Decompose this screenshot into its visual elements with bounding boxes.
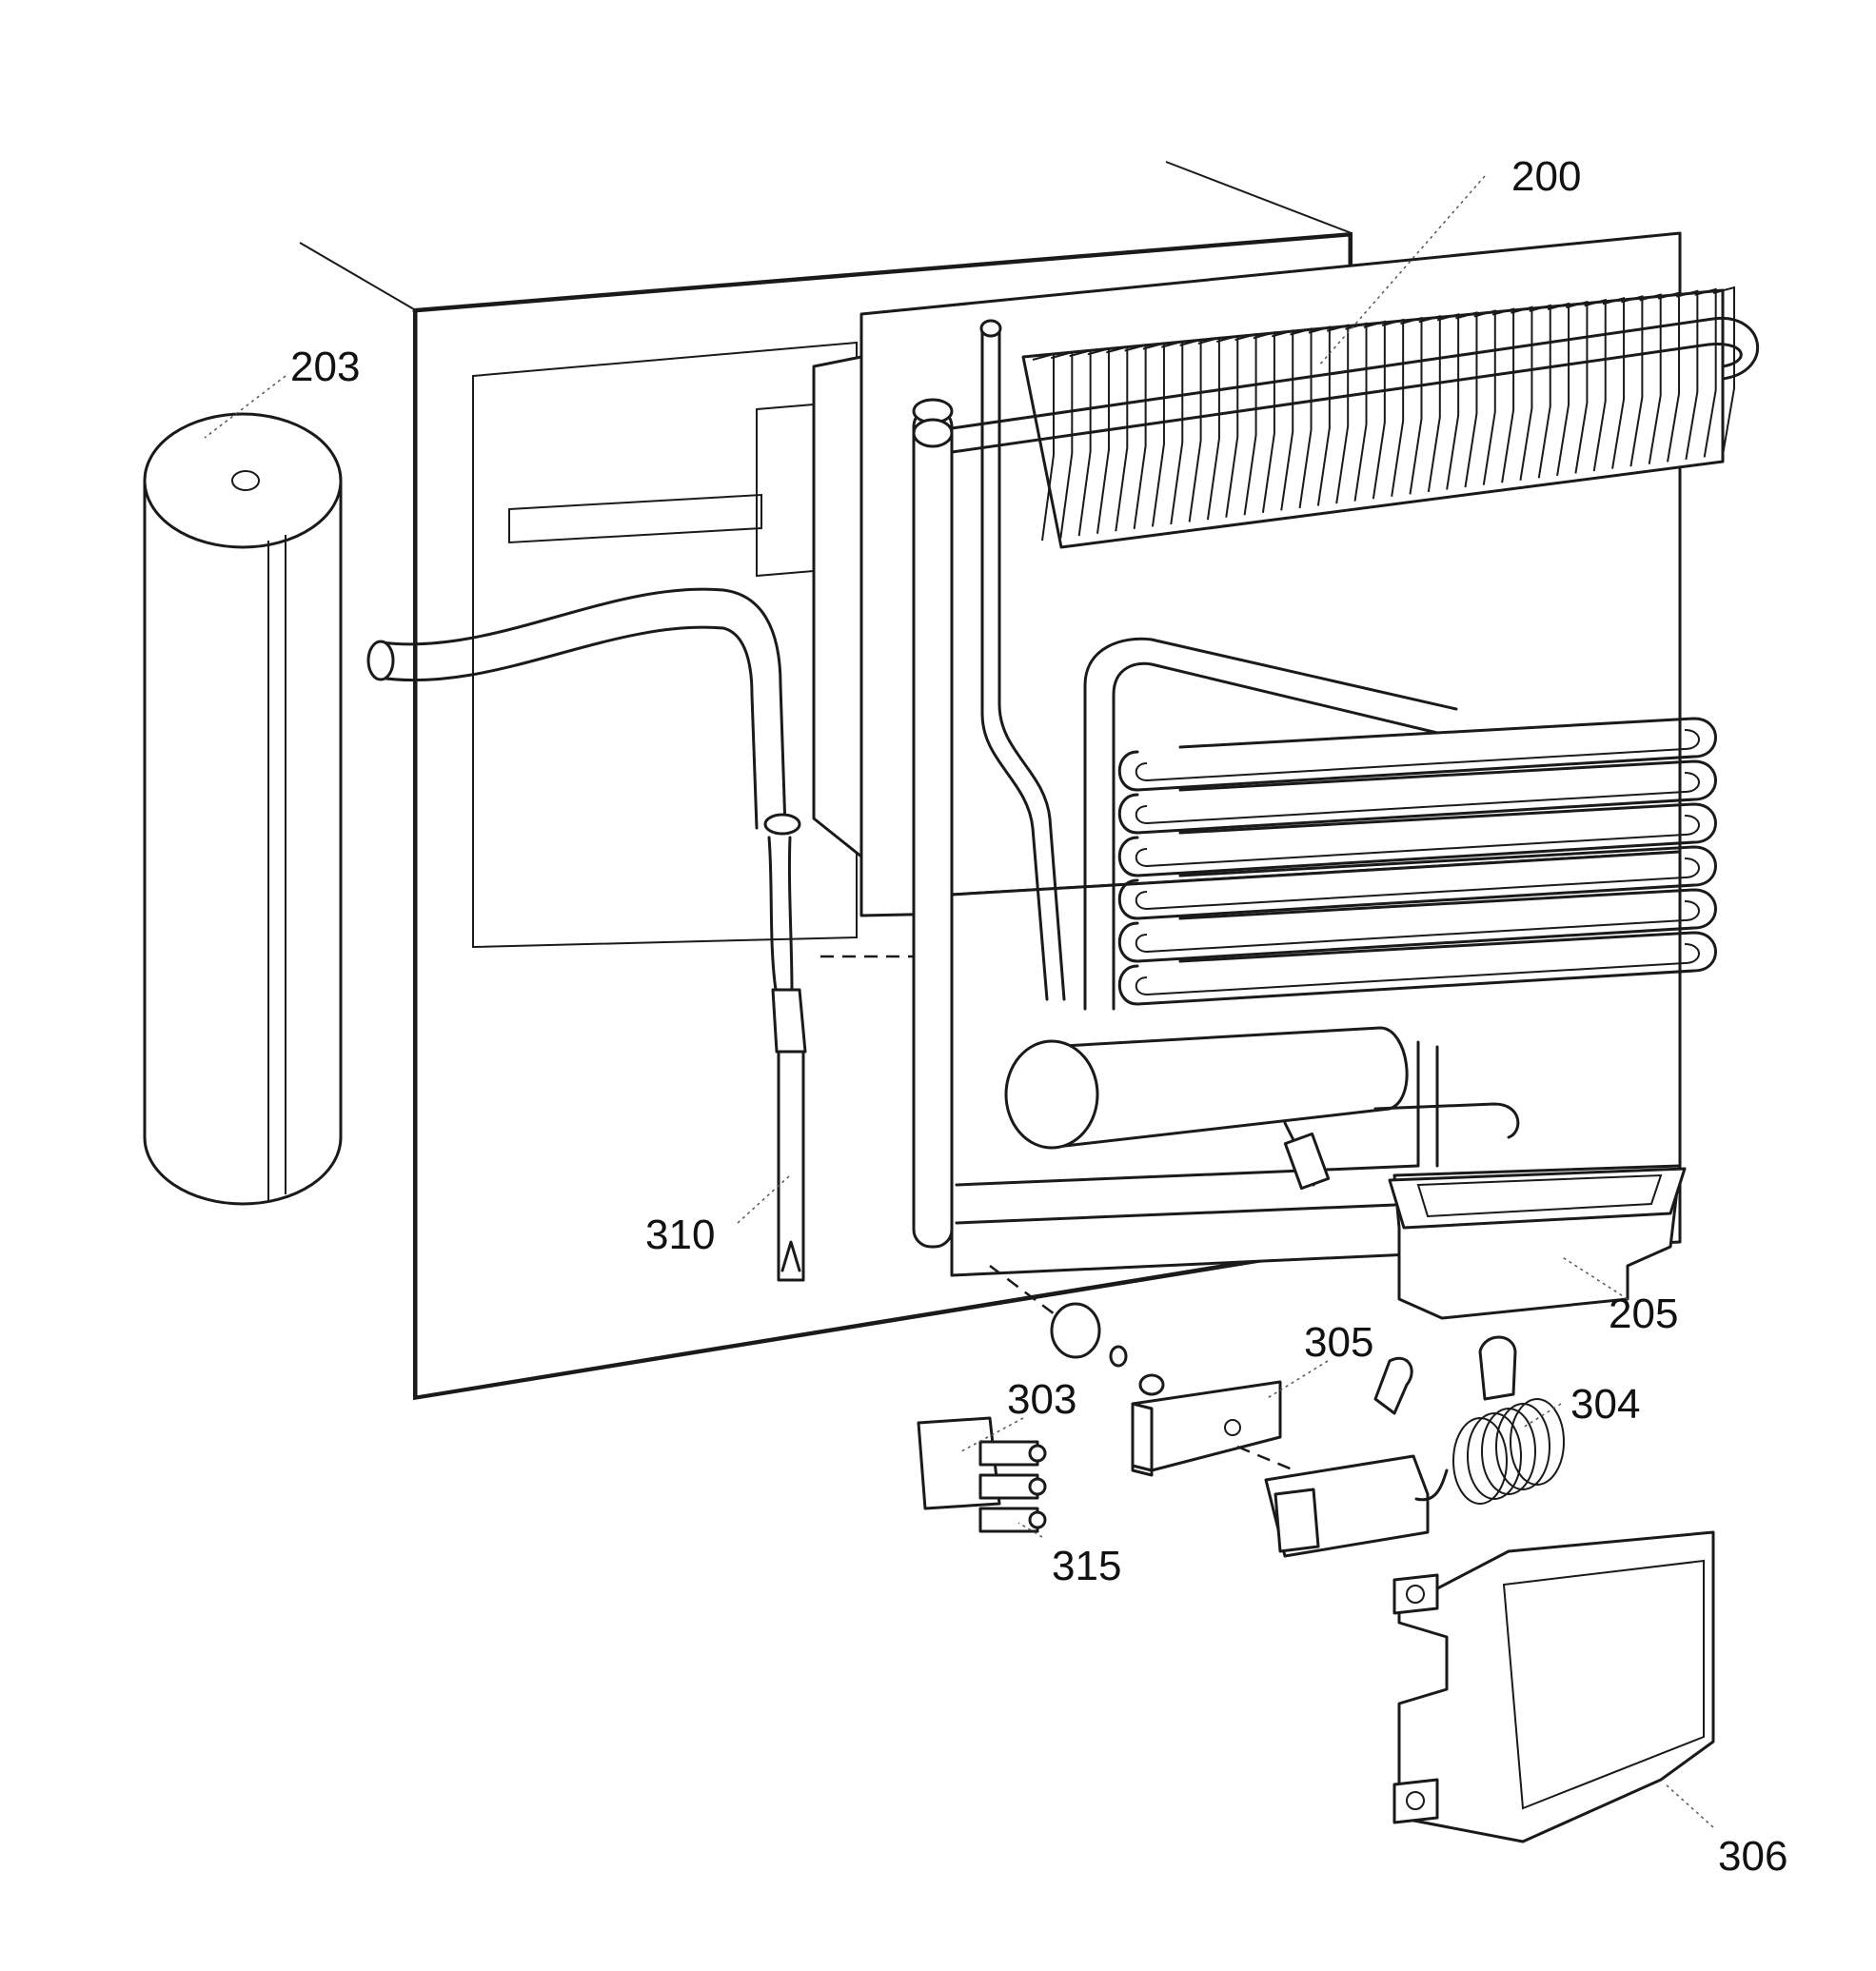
condenser-fin — [1473, 309, 1496, 485]
spring-coil-304 — [1452, 1398, 1565, 1505]
condenser-fin — [1381, 318, 1405, 497]
burner-jet-assembly — [989, 1265, 1165, 1396]
absorber-coil-inner — [1135, 943, 1700, 996]
callout-306: 306 — [1718, 1833, 1787, 1880]
condenser-fin — [1197, 336, 1220, 521]
absorber-coil-loop — [1117, 717, 1717, 792]
callout-303: 303 — [1007, 1376, 1076, 1423]
condenser-fin — [1308, 325, 1331, 506]
condenser-fin — [1694, 287, 1717, 458]
condenser-fins-200 — [912, 286, 1759, 549]
condenser-fin — [1621, 295, 1644, 467]
condenser-fin — [1491, 307, 1515, 483]
callout-203: 203 — [290, 344, 360, 390]
absorber-coil-loop — [1117, 888, 1717, 963]
condenser-fin — [1676, 289, 1699, 461]
callout-200: 200 — [1511, 153, 1581, 200]
callout-305: 305 — [1304, 1319, 1373, 1366]
condenser-fin — [1069, 348, 1092, 537]
thermostat-unit — [1264, 1454, 1449, 1558]
condenser-fin — [1271, 329, 1294, 511]
callout-315: 315 — [1052, 1543, 1121, 1589]
absorber-coil-loop — [1117, 845, 1717, 920]
condenser-fin — [1418, 314, 1441, 493]
condenser-fin — [1345, 322, 1368, 502]
terminal-block-315 — [917, 1416, 1047, 1533]
boiler-tank — [1004, 1026, 1409, 1191]
cylinder-insulation-203 — [143, 412, 343, 1206]
callout-304: 304 — [1570, 1381, 1640, 1428]
absorber-coil-inner — [1135, 857, 1700, 911]
condenser-fin — [1106, 345, 1129, 532]
absorber-coil-inner — [1135, 729, 1700, 782]
absorber-coil-inner — [1135, 815, 1700, 868]
condenser-fin — [1179, 338, 1202, 522]
part-callouts: 200 203 310 205 305 303 304 315 306 — [290, 153, 1787, 1880]
callout-205: 205 — [1609, 1291, 1678, 1337]
condenser-fin — [1124, 344, 1147, 529]
condenser-fin — [1657, 291, 1681, 463]
condenser-fin — [1712, 286, 1735, 456]
condenser-fin — [1547, 302, 1570, 477]
cooling-unit-pipes — [912, 319, 1420, 1272]
condenser-fin — [1161, 340, 1184, 525]
absorber-coil-inner — [1135, 772, 1700, 825]
condenser-fin — [1400, 316, 1423, 495]
condenser-fin — [1566, 300, 1589, 474]
callout-310: 310 — [645, 1212, 715, 1258]
cover-306 — [1392, 1530, 1715, 1843]
condenser-fin — [1142, 342, 1165, 527]
knob-parts — [1373, 1335, 1517, 1415]
absorber-coil — [1083, 637, 1717, 1011]
condenser-fin — [1602, 297, 1626, 469]
condenser-fin — [1455, 311, 1478, 488]
condenser-fin — [1326, 324, 1350, 504]
condenser-fin — [1087, 347, 1110, 534]
condenser-fin — [1363, 320, 1386, 500]
absorber-coil-loop — [1117, 931, 1717, 1006]
condenser-fin — [1584, 298, 1607, 472]
drip-tray-205 — [1373, 1040, 1687, 1320]
condenser-fin — [1032, 352, 1055, 542]
bracket-305 — [1131, 1380, 1295, 1477]
burner-flue-hose — [366, 587, 801, 836]
absorber-coil-inner — [1135, 900, 1700, 954]
condenser-fin — [1051, 350, 1074, 539]
condenser-fin — [1529, 304, 1551, 479]
condenser-fin — [1511, 306, 1533, 481]
condenser-fin — [1290, 327, 1313, 509]
absorber-coil-loop — [1117, 759, 1717, 835]
absorber-coil-loop — [1117, 802, 1717, 877]
condenser-fin — [1436, 313, 1460, 490]
condenser-fin — [1639, 293, 1662, 464]
leader-lines — [204, 175, 1714, 1828]
